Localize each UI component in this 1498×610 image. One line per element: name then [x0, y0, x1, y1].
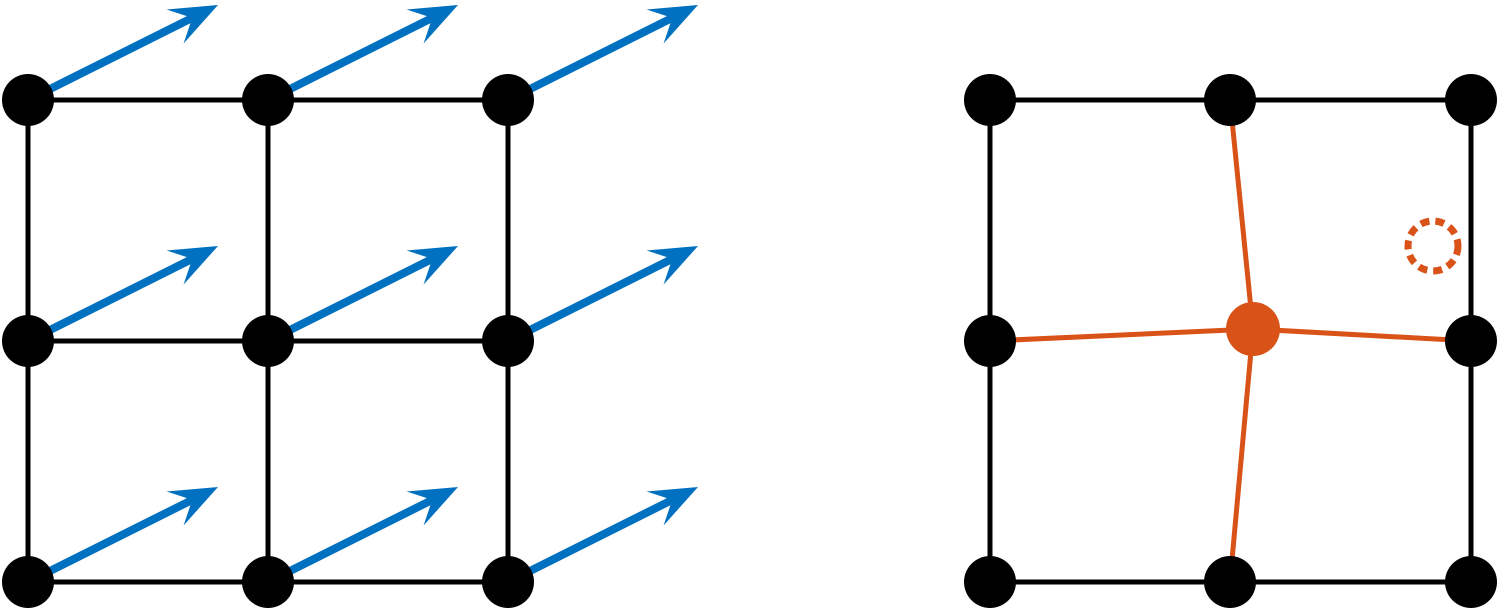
grid-node-icon — [2, 315, 54, 367]
displacement-arrow-shaft — [506, 251, 682, 345]
grid-node-icon — [1204, 74, 1256, 126]
grid-node-icon — [2, 556, 54, 608]
displacement-arrow-shaft — [26, 251, 202, 345]
grid-node-icon — [242, 315, 294, 367]
displacement-arrow-head-icon — [406, 487, 458, 526]
moved-node-icon — [1226, 302, 1280, 356]
displacement-arrow-head-icon — [166, 487, 218, 526]
displacement-arrow-head-icon — [646, 246, 698, 285]
displacement-arrow-head-icon — [646, 487, 698, 526]
displacement-arrow-shaft — [506, 492, 682, 586]
displacement-arrow-head-icon — [406, 246, 458, 285]
displacement-arrow-shaft — [26, 492, 202, 586]
grid-node-icon — [1445, 74, 1497, 126]
grid-node-icon — [964, 556, 1016, 608]
grid-node-icon — [482, 315, 534, 367]
grid-node-icon — [964, 315, 1016, 367]
displacement-arrow-shaft — [266, 251, 442, 345]
displacement-arrow-head-icon — [646, 5, 698, 44]
displacement-arrow-shaft — [26, 10, 202, 104]
grid-node-icon — [1445, 556, 1497, 608]
right-panel-local-deformation — [964, 74, 1497, 608]
grid-node-icon — [1204, 556, 1256, 608]
deformed-edge — [1252, 326, 1472, 344]
grid-node-icon — [242, 556, 294, 608]
grid-node-icon — [482, 74, 534, 126]
displacement-arrow-head-icon — [166, 5, 218, 44]
grid-node-icon — [2, 74, 54, 126]
left-panel-uniform-displacement — [2, 5, 698, 608]
deformed-edge — [989, 326, 1254, 344]
displacement-arrow-shaft — [266, 492, 442, 586]
grid-node-icon — [964, 74, 1016, 126]
displacement-arrow-shaft — [266, 10, 442, 104]
deformed-edge — [1227, 328, 1256, 583]
displacement-arrow-head-icon — [166, 246, 218, 285]
displacement-arrow-shaft — [506, 10, 682, 104]
deformed-edge — [1227, 99, 1256, 330]
original-position-dashed-circle-icon — [1404, 217, 1462, 275]
displacement-arrow-head-icon — [406, 5, 458, 44]
grid-node-icon — [242, 74, 294, 126]
grid-node-icon — [482, 556, 534, 608]
grid-node-icon — [1445, 315, 1497, 367]
